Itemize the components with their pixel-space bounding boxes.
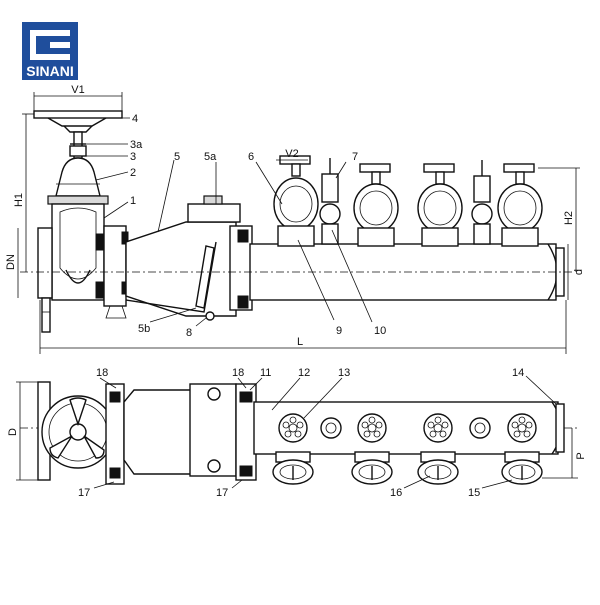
callout-17-right: 17 — [216, 487, 228, 499]
dim-label-dn: DN — [5, 254, 17, 270]
callout-18-left: 18 — [96, 367, 108, 379]
dim-label-d: d — [573, 269, 585, 275]
reducer-body — [125, 221, 237, 317]
callout-13: 13 — [338, 367, 350, 379]
outlet-coupling-1 — [272, 451, 314, 485]
top-view: D P 18 18 11 12 13 14 17 17 16 15 — [7, 367, 587, 499]
callout-6: 6 — [248, 151, 254, 163]
hydrant-valve-2 — [353, 163, 399, 247]
callout-18-right: 18 — [232, 367, 244, 379]
outlet-coupling-4 — [501, 451, 543, 485]
callout-12: 12 — [298, 367, 310, 379]
gate-valve-body — [51, 203, 105, 301]
outlet-coupling-2 — [351, 451, 393, 485]
callout-3: 3 — [130, 151, 136, 163]
top-hydrant-1 — [278, 413, 308, 443]
top-small-valve-2 — [469, 417, 491, 439]
callout-17-left: 17 — [78, 487, 90, 499]
callout-3a: 3a — [130, 139, 143, 151]
top-reducer-body — [123, 389, 193, 475]
callout-15: 15 — [468, 487, 480, 499]
inlet-flange — [37, 227, 53, 299]
dim-label-v2: V2 — [285, 148, 298, 160]
logo-text: SINANI — [26, 63, 73, 79]
dim-label-big-d: D — [7, 428, 19, 436]
callout-2: 2 — [130, 167, 136, 179]
small-valve-1 — [319, 158, 341, 245]
sinani-logo: SINANI — [22, 22, 78, 80]
callout-1: 1 — [130, 195, 136, 207]
outlet-coupling-3 — [417, 451, 459, 485]
callout-9: 9 — [336, 325, 342, 337]
callout-5a: 5a — [204, 151, 217, 163]
callout-8: 8 — [186, 327, 192, 339]
air-release-cap — [187, 203, 241, 223]
dim-label-v1: V1 — [71, 84, 84, 96]
gate-valve-bonnet — [55, 157, 101, 197]
dim-label-l: L — [297, 336, 303, 348]
callout-4: 4 — [132, 113, 138, 125]
callout-10: 10 — [374, 325, 386, 337]
callout-5: 5 — [174, 151, 180, 163]
dim-label-h1: H1 — [13, 193, 25, 207]
callout-5b: 5b — [138, 323, 150, 335]
bypass-drain-pipe — [125, 241, 217, 313]
callout-14: 14 — [512, 367, 524, 379]
callout-7: 7 — [352, 151, 358, 163]
callout-16: 16 — [390, 487, 402, 499]
handwheel-rim — [33, 110, 123, 119]
hydrant-valve-4 — [497, 163, 543, 247]
top-small-valve-1 — [320, 417, 342, 439]
dim-label-h2: H2 — [563, 211, 575, 225]
small-valve-2 — [471, 160, 493, 245]
top-hydrant-3 — [423, 413, 453, 443]
callout-11: 11 — [260, 367, 271, 379]
top-hydrant-4 — [507, 413, 537, 443]
top-manifold-end-cap — [555, 403, 565, 453]
hydrant-valve-3 — [417, 163, 463, 247]
front-view: V1 V2 H1 DN H2 d L — [5, 84, 585, 354]
dim-label-p: P — [575, 452, 587, 459]
top-hydrant-2 — [357, 413, 387, 443]
